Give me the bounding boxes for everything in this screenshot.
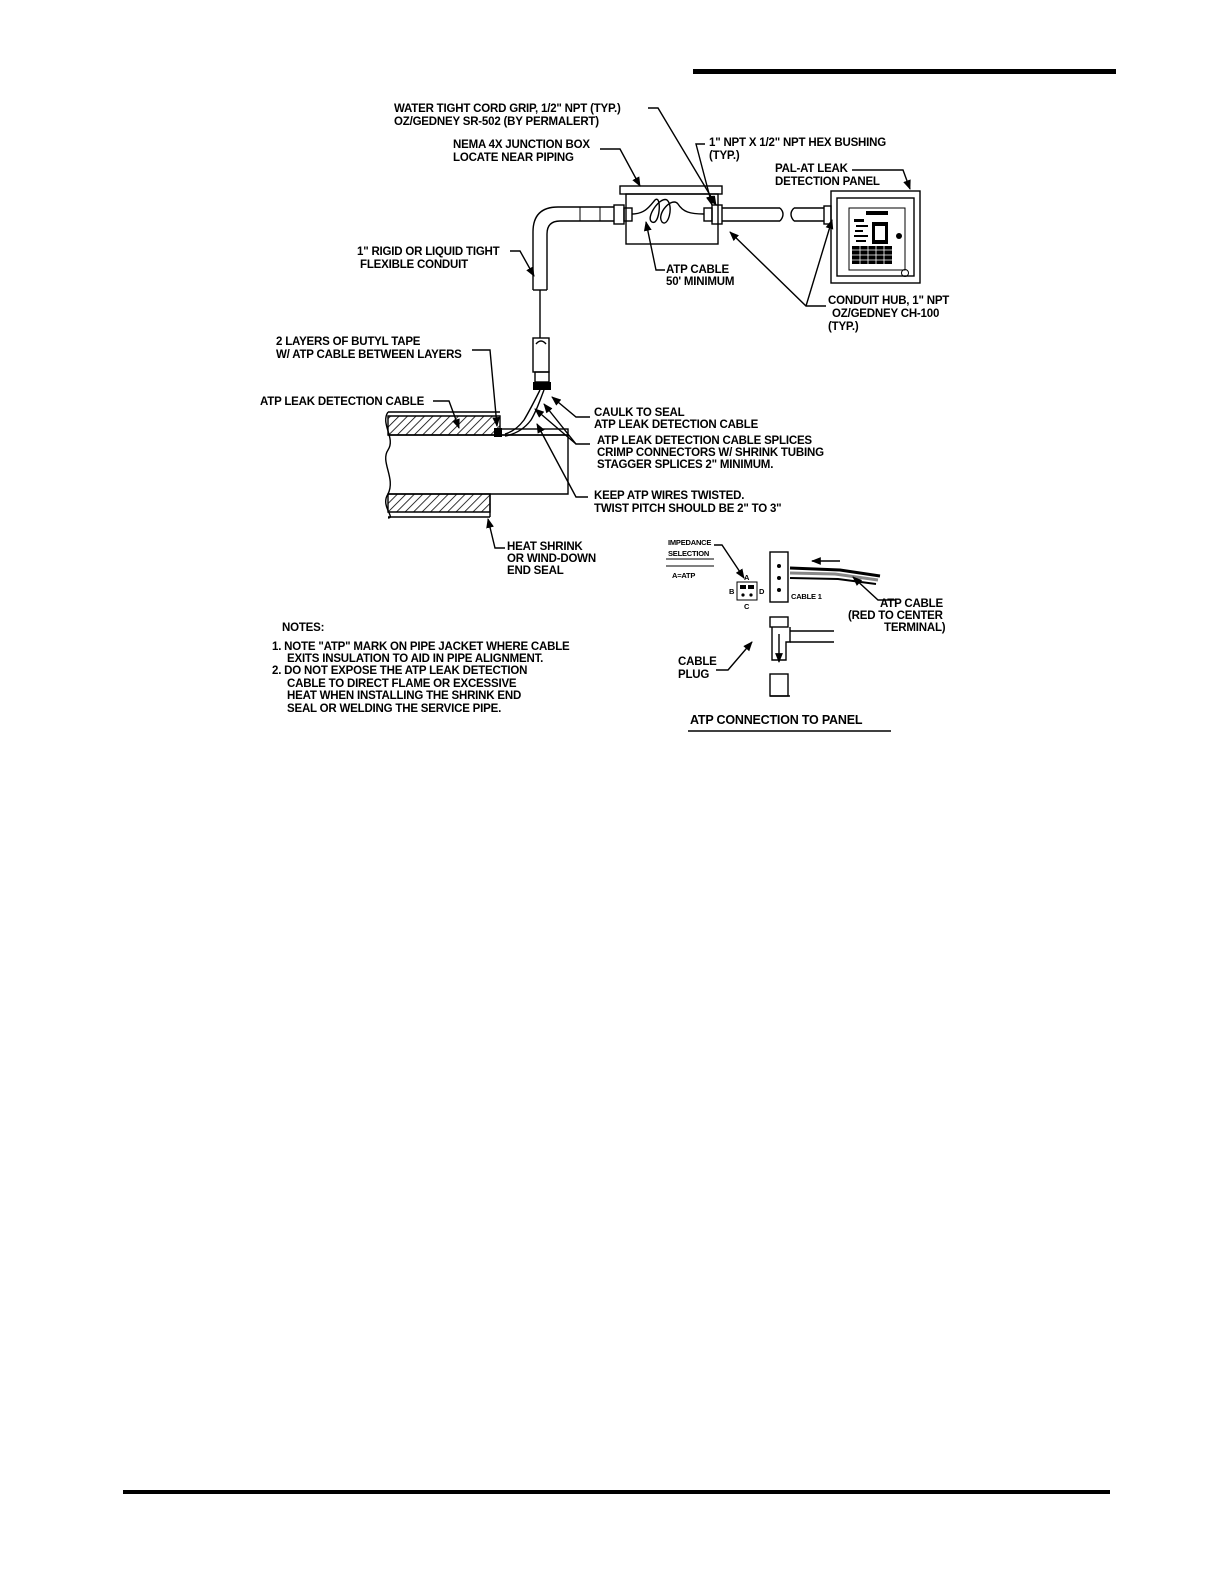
pal-at-detection-panel [830, 190, 921, 284]
cord-grip-label: OZ/GEDNEY SR-502 (BY PERMALERT) [394, 116, 599, 128]
note-2: 2. DO NOT EXPOSE THE ATP LEAK DETECTION [272, 665, 527, 677]
conduit-label: FLEXIBLE CONDUIT [360, 259, 468, 271]
pin-d-label: D [759, 587, 765, 596]
leak-cable-label: ATP LEAK DETECTION CABLE [260, 396, 425, 408]
splices-label: STAGGER SPLICES 2" MINIMUM. [597, 459, 773, 471]
conduit-hub-label: (TYP.) [828, 321, 859, 333]
header-rule [693, 69, 1116, 74]
heat-shrink-label: HEAT SHRINK [507, 541, 583, 553]
atp-cable-min-label: ATP CABLE [666, 264, 729, 276]
note-2: CABLE TO DIRECT FLAME OR EXCESSIVE [287, 678, 517, 690]
caulk-label: ATP LEAK DETECTION CABLE [594, 419, 759, 431]
caulk-label: CAULK TO SEAL [594, 407, 685, 419]
atp-cable-inset-label: (RED TO CENTER [848, 610, 944, 622]
notes-heading: NOTES: [282, 622, 324, 634]
conduit-hub-label: OZ/GEDNEY CH-100 [832, 308, 939, 320]
cable-plug-label: PLUG [678, 669, 709, 681]
flexible-conduit [532, 206, 614, 291]
splices-label: ATP LEAK DETECTION CABLE SPLICES [597, 435, 812, 447]
conduit-hub-label: CONDUIT HUB, 1" NPT [828, 295, 949, 307]
junction-box-label: NEMA 4X JUNCTION BOX [453, 139, 590, 151]
conduit-to-panel [722, 205, 832, 225]
inset-title: ATP CONNECTION TO PANEL [690, 713, 863, 727]
pin-b-label: B [729, 587, 735, 596]
footer-rule [123, 1490, 1110, 1494]
note-2: SEAL OR WELDING THE SERVICE PIPE. [287, 703, 501, 715]
cable-1-label: CABLE 1 [791, 592, 822, 601]
atp-cable-min-label: 50' MINIMUM [666, 276, 734, 288]
cord-grip-label: WATER TIGHT CORD GRIP, 1/2" NPT (TYP.) [394, 103, 621, 115]
panel-label: PAL-AT LEAK [775, 163, 849, 175]
riser-cable [504, 290, 551, 437]
twist-label: TWIST PITCH SHOULD BE 2" TO 3" [594, 503, 781, 515]
junction-box-label: LOCATE NEAR PIPING [453, 152, 574, 164]
heat-shrink-label: END SEAL [507, 565, 564, 577]
atp-cable-inset-label: ATP CABLE [880, 598, 943, 610]
note-1: 1. NOTE "ATP" MARK ON PIPE JACKET WHERE … [272, 641, 570, 653]
atp-cable-inset-label: TERMINAL) [884, 622, 946, 634]
pin-c-label: C [744, 602, 750, 611]
panel-label: DETECTION PANEL [775, 176, 880, 188]
impedance-label: IMPEDANCE [668, 538, 711, 547]
butyl-tape-label: 2 LAYERS OF BUTYL TAPE [276, 336, 421, 348]
main-labels: WATER TIGHT CORD GRIP, 1/2" NPT (TYP.) O… [260, 103, 950, 577]
heat-shrink-label: OR WIND-DOWN [507, 553, 596, 565]
impedance-label: A=ATP [672, 571, 695, 580]
junction-box [613, 185, 723, 245]
hex-bushing-label: (TYP.) [709, 150, 740, 162]
pipe-section [385, 411, 569, 519]
twist-label: KEEP ATP WIRES TWISTED. [594, 490, 744, 502]
butyl-tape-label: W/ ATP CABLE BETWEEN LAYERS [276, 349, 462, 361]
cable-plug-label: CABLE [678, 656, 717, 668]
pin-a-label: A [744, 573, 750, 582]
splices-label: CRIMP CONNECTORS W/ SHRINK TUBING [597, 447, 824, 459]
atp-connection-inset: IMPEDANCE SELECTION A=ATP A B C D CABLE … [666, 538, 946, 732]
notes-block: NOTES: 1. NOTE "ATP" MARK ON PIPE JACKET… [272, 622, 570, 715]
hex-bushing-label: 1" NPT X 1/2" NPT HEX BUSHING [709, 137, 886, 149]
note-2: HEAT WHEN INSTALLING THE SHRINK END [287, 690, 521, 702]
impedance-label: SELECTION [668, 549, 709, 558]
note-1: EXITS INSULATION TO AID IN PIPE ALIGNMEN… [287, 653, 543, 665]
leader-lines [433, 107, 911, 549]
conduit-label: 1" RIGID OR LIQUID TIGHT [357, 246, 500, 258]
